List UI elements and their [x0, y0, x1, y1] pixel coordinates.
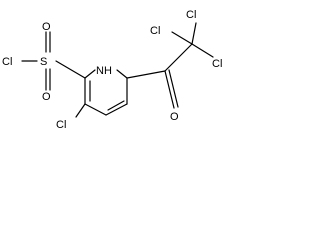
- atom-o-up: O: [42, 21, 51, 33]
- atom-nh: NH: [96, 65, 112, 77]
- bond-ccl3-cl2: [191, 22, 197, 45]
- bond-c3-c4: [84, 103, 107, 116]
- atom-o-down: O: [42, 91, 51, 103]
- atom-s: S: [40, 56, 47, 68]
- bonds: [21, 22, 214, 118]
- bond-ccl3-cl3: [191, 43, 214, 58]
- bond-c4-c5-inner: [107, 100, 125, 111]
- bond-carbonyl-o: [164, 70, 175, 109]
- bond-carbonyl-o-2: [168, 69, 179, 108]
- bond-carbonyl-ccl3: [164, 43, 193, 72]
- bond-c4-c5: [105, 103, 128, 116]
- atom-cl-3: Cl: [212, 58, 222, 70]
- bond-c2-n: [84, 69, 96, 79]
- bond-s-c2: [55, 60, 86, 79]
- bond-ccl3-cl1: [171, 31, 193, 45]
- bond-c3-cl: [75, 103, 86, 118]
- atom-cl-2: Cl: [186, 9, 196, 21]
- atom-cl-ring: Cl: [56, 119, 66, 131]
- atom-cl-1: Cl: [150, 25, 160, 37]
- atom-cl-sulfonyl: Cl: [2, 56, 12, 68]
- bond-c5-carbonyl: [126, 70, 166, 79]
- molecule-structure: Cl S O O NH Cl O Cl Cl Cl: [2, 9, 222, 131]
- bond-n-c5: [116, 69, 128, 79]
- atom-o-carbonyl: O: [170, 111, 179, 123]
- atom-labels: Cl S O O NH Cl O Cl Cl Cl: [2, 9, 222, 131]
